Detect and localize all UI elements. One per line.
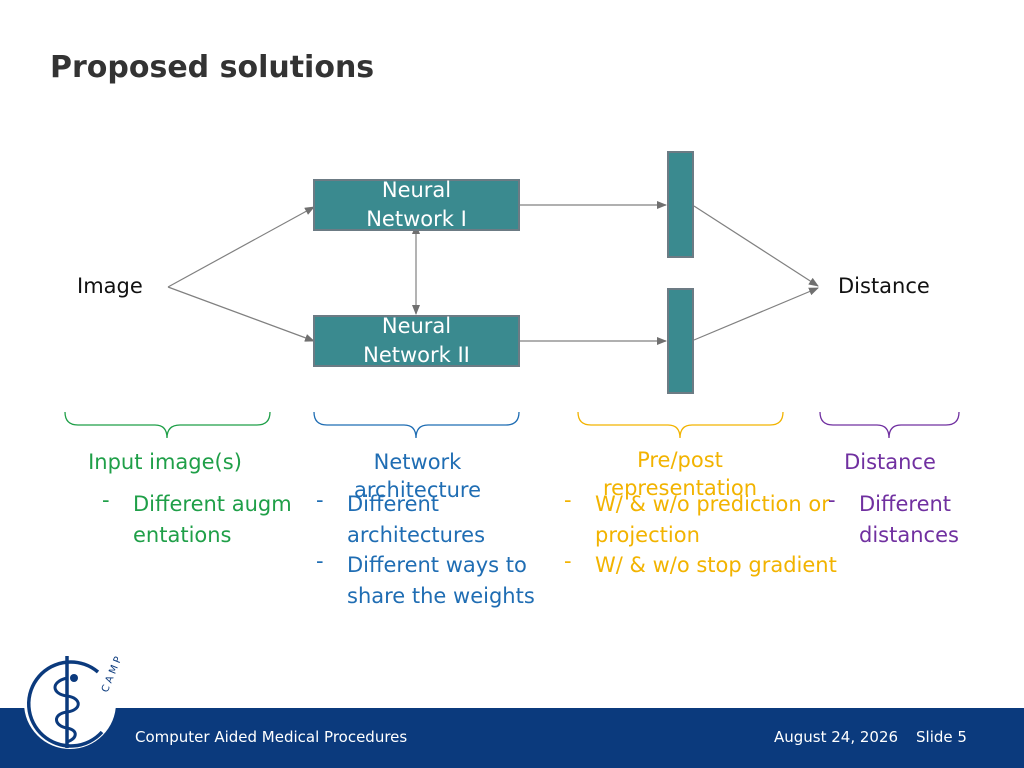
category-label-representation: Pre/post representation	[602, 448, 757, 500]
representation-bar-1	[667, 151, 694, 258]
brace-input	[64, 411, 271, 439]
list-item: - Different distances	[828, 488, 979, 551]
distance-label: Distance	[838, 274, 930, 298]
arrow-bar2-to-distance	[693, 287, 819, 341]
footer-date: August 24, 2026	[774, 728, 899, 746]
camp-logo-icon: CAMP	[20, 650, 125, 754]
bullet-dash: -	[316, 549, 324, 573]
category-label-input: Input image(s)	[88, 450, 242, 474]
footer-institution: Computer Aided Medical Procedures	[135, 728, 408, 746]
item-text: W/ & w/o stop gradient	[595, 553, 837, 577]
list-item: - Different ways to share the weights	[316, 549, 562, 612]
diagram-arrows	[64, 201, 960, 439]
neural-network-2-box: Neural Network II	[313, 314, 520, 367]
item-text: Different ways to share the weights	[347, 553, 535, 608]
item-text: W/ & w/o prediction or projection	[595, 492, 830, 547]
brace-distance	[819, 411, 960, 439]
neural-network-1-box: Neural Network I	[313, 178, 520, 231]
list-item: - W/ & w/o stop gradient	[564, 549, 885, 581]
image-label: Image	[77, 274, 143, 298]
arrow-image-to-nn2	[167, 286, 315, 342]
item-text: Different distances	[859, 492, 959, 547]
bullet-dash: -	[316, 488, 324, 512]
bullet-dash: -	[828, 488, 836, 512]
category-label-distance: Distance	[844, 450, 936, 474]
slide-title: Proposed solutions	[50, 50, 375, 85]
item-text: Different augmentations	[133, 492, 292, 547]
representation-bar-2	[667, 288, 694, 394]
bullet-dash: -	[102, 488, 110, 512]
brace-representation	[577, 411, 784, 439]
item-text: Different architectures	[347, 492, 486, 547]
bullet-dash: -	[564, 488, 572, 512]
footer-bar	[0, 708, 1024, 768]
bullet-dash: -	[564, 549, 572, 573]
category-label-network: Network architecture	[353, 450, 482, 502]
list-item: - W/ & w/o prediction or projection	[564, 488, 880, 551]
list-item: - Different augmentations	[102, 488, 293, 551]
arrow-bar1-to-distance	[693, 205, 819, 287]
list-item: - Different architectures	[316, 488, 562, 551]
footer-slide-number: Slide 5	[916, 728, 967, 746]
brace-network	[313, 411, 520, 439]
arrow-image-to-nn1	[167, 206, 315, 288]
